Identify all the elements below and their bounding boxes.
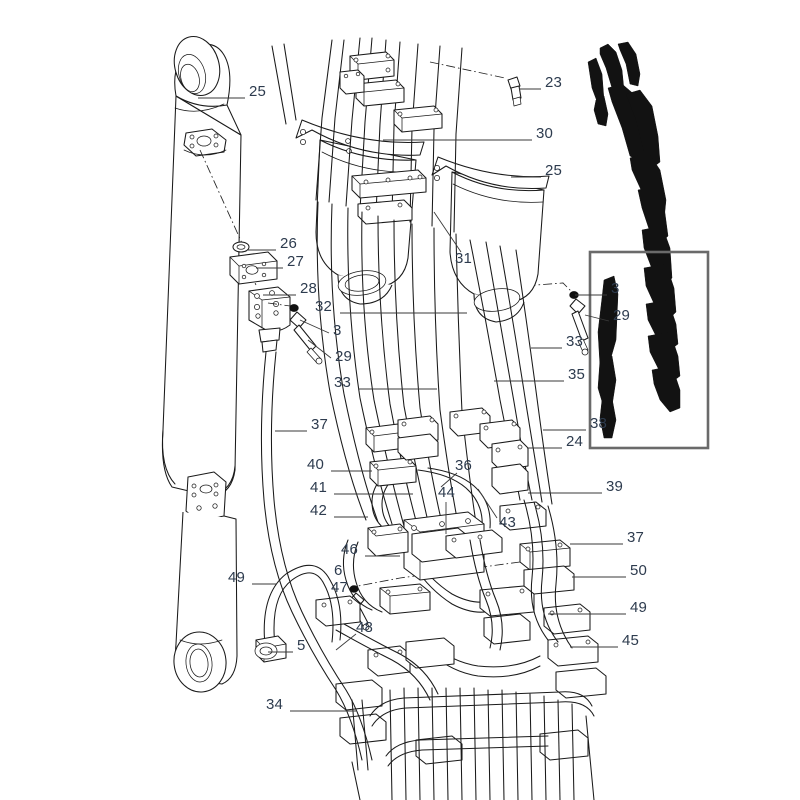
callout-label: 50	[630, 562, 648, 579]
clamp-block	[339, 69, 365, 95]
callout-label: 25	[249, 83, 267, 100]
callout-label: 5	[297, 637, 306, 654]
clamp-block	[393, 105, 443, 133]
callout-label: 23	[545, 74, 563, 91]
clamp-block	[539, 729, 589, 761]
callout-label: 31	[455, 250, 473, 267]
right-lower-hose-run	[469, 499, 573, 651]
clamp-block	[315, 595, 361, 627]
callout-label: 37	[311, 416, 329, 433]
fitting-group-26-27-28	[199, 149, 291, 353]
clamp-block	[555, 667, 607, 699]
clamp-block	[367, 523, 409, 557]
callout-label: 28	[300, 280, 318, 297]
callout-label: 43	[499, 514, 517, 531]
main-hose-run	[316, 201, 553, 537]
clamp-block	[397, 433, 439, 461]
callout-label: 25	[545, 162, 563, 179]
bolt-group-left-3-29	[267, 302, 323, 365]
callout-label: 29	[335, 348, 353, 365]
callout-label: 46	[341, 541, 359, 558]
callout-label: 35	[568, 366, 586, 383]
callout-label: 6	[334, 562, 343, 579]
callout-label: 26	[280, 235, 298, 252]
clamp-block	[483, 613, 531, 645]
left-cylinder-assembly	[161, 36, 242, 693]
top-hose-bundle	[271, 37, 463, 233]
clamp-block	[499, 501, 547, 531]
callout-label: 33	[566, 333, 584, 350]
bolt-group-right-3-29	[509, 282, 589, 356]
callout-label: 3	[333, 322, 342, 339]
callout-label: 49	[228, 569, 246, 586]
callout-label: 45	[622, 632, 640, 649]
callout-label: 33	[334, 374, 352, 391]
right-upper-cylinder	[431, 156, 550, 323]
clamp-block	[415, 735, 463, 765]
bottom-hose-bundle	[351, 687, 595, 800]
callout-label: 44	[438, 484, 456, 501]
clamp-block	[491, 439, 529, 471]
clamp-block	[355, 79, 405, 107]
callout-label: 3	[611, 280, 620, 297]
callout-label: 41	[310, 479, 328, 496]
clamp-block	[491, 463, 529, 495]
callout-label: 34	[266, 696, 284, 713]
clamp-block	[357, 199, 413, 225]
clamp-block	[351, 169, 427, 199]
callout-label: 37	[627, 529, 645, 546]
clamp-block	[379, 583, 431, 615]
callout-label: 36	[455, 457, 473, 474]
inset-key-drawing	[587, 41, 710, 450]
hose-end-fitting-5	[254, 635, 287, 663]
clamp-block	[445, 529, 503, 559]
callout-label: 38	[590, 415, 608, 432]
callout-label: 29	[613, 307, 631, 324]
clamp-block	[543, 603, 591, 635]
callout-label: 42	[310, 502, 328, 519]
callout-label: 32	[315, 298, 333, 315]
callout-label: 49	[630, 599, 648, 616]
callout-label: 39	[606, 478, 624, 495]
callout-label: 48	[356, 619, 374, 636]
callout-label: 24	[566, 433, 584, 450]
clamp-block	[547, 635, 599, 667]
clamp-block	[369, 457, 417, 487]
bolt-23	[429, 61, 522, 107]
clamp-block	[519, 539, 571, 571]
callout-label: 47	[331, 579, 349, 596]
mid-clamp-cluster	[365, 407, 575, 595]
clamp-block	[405, 637, 455, 669]
callout-label: 30	[536, 125, 554, 142]
callout-label: 27	[287, 253, 305, 270]
left-hose-group	[254, 351, 439, 771]
clamp-block	[335, 679, 383, 711]
clamp-block	[479, 585, 535, 617]
callout-leader-lines	[198, 88, 626, 712]
callout-label: 40	[307, 456, 325, 473]
